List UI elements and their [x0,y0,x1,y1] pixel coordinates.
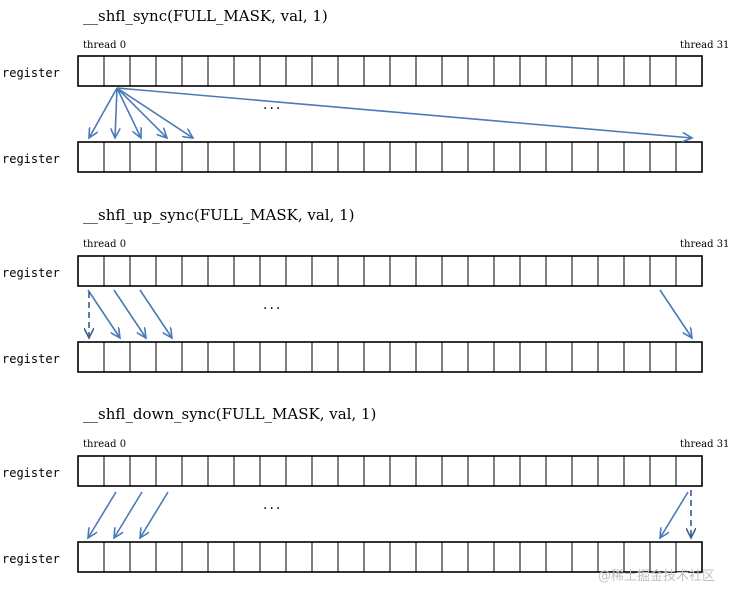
shuffle-arrow [139,289,172,338]
shuffle-arrow [660,491,689,538]
shuffle-arrow [115,87,117,138]
register-row-bottom [77,541,703,573]
register-label-top: register [2,466,60,480]
register-row-top [77,255,703,287]
thread-last-label: thread 31 [680,40,729,51]
shuffle-arrow [114,491,143,538]
shuffle-arrow [116,87,167,138]
register-label-top: register [2,66,60,80]
register-row-top [77,455,703,487]
shuffle-arrow [116,87,193,138]
shuffle-arrow [89,87,118,138]
shuffle-arrow [87,289,120,338]
shuffle-arrows [88,490,691,538]
thread-first-label: thread 0 [83,439,126,450]
shuffle-arrow [113,289,146,338]
register-row-bottom [77,141,703,173]
shuffle-arrow [116,87,692,138]
panel-title: __shfl_down_sync(FULL_MASK, val, 1) [83,405,376,423]
shuffle-arrow [116,87,141,138]
shuffle-arrow [140,491,169,538]
panel-title: __shfl_up_sync(FULL_MASK, val, 1) [83,206,355,224]
thread-last-label: thread 31 [680,439,729,450]
panel-title: __shfl_sync(FULL_MASK, val, 1) [83,7,328,25]
shuffle-arrow [659,289,692,338]
register-label-bottom: register [2,552,60,566]
ellipsis: ... [263,97,282,113]
panel-shfl-down-sync: __shfl_down_sync(FULL_MASK, val, 1) thre… [2,405,729,573]
register-label-top: register [2,266,60,280]
thread-first-label: thread 0 [83,40,126,51]
register-row-bottom [77,341,703,373]
thread-last-label: thread 31 [680,239,729,250]
register-label-bottom: register [2,152,60,166]
shuffle-arrows [87,289,692,338]
ellipsis: ... [263,297,282,313]
shuffle-arrows [89,87,692,138]
shuffle-arrow [88,491,117,538]
register-row-top [77,55,703,87]
panel-shfl-sync: __shfl_sync(FULL_MASK, val, 1) thread 0 … [2,7,729,173]
panel-shfl-up-sync: __shfl_up_sync(FULL_MASK, val, 1) thread… [2,206,729,373]
thread-first-label: thread 0 [83,239,126,250]
ellipsis: ... [263,497,282,513]
register-label-bottom: register [2,352,60,366]
watermark: @稀土掘金技术社区 [598,568,715,584]
